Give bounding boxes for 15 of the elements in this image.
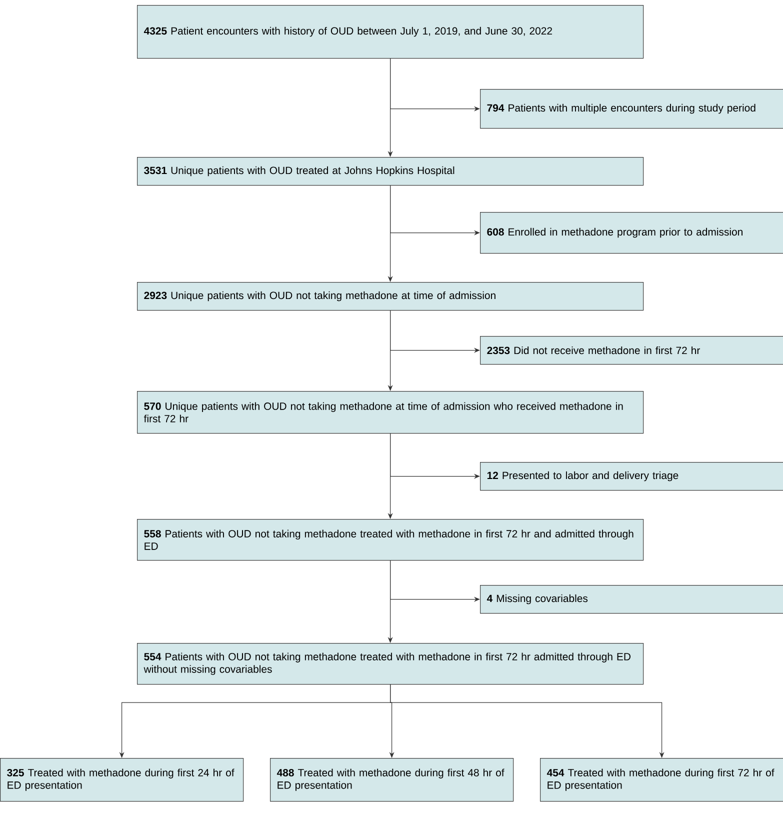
process-box: 554 Patients with OUD not taking methadone treated with methadone in first 72 hr admitted through ED without missing covariables: [137, 643, 644, 685]
outcome-box: 488 Treated with methadone during first 48 hr of ED presentation: [270, 758, 514, 802]
exclusion-box: 12 Presented to labor and delivery triage: [480, 462, 783, 491]
process-box: 570 Unique patients with OUD not taking methadone at time of admission who received methadone in first 72 hr: [137, 391, 644, 434]
exclusion-box: 608 Enrolled in methadone program prior to admission: [480, 212, 783, 254]
process-box: 558 Patients with OUD not taking methadone treated with methadone in first 72 hr and admitted through ED: [137, 519, 644, 561]
outcome-box: 325 Treated with methadone during first 24 hr of ED presentation: [0, 758, 244, 802]
process-box: 4325 Patient encounters with history of OUD between July 1, 2019, and June 30, 2022: [137, 5, 644, 59]
exclusion-box: 2353 Did not receive methadone in first 72 hr: [480, 336, 783, 365]
exclusion-box: 794 Patients with multiple encounters during study period: [480, 89, 783, 129]
process-box: 2923 Unique patients with OUD not taking methadone at time of admission: [137, 282, 644, 311]
arrow: [390, 684, 664, 758]
exclusion-box: 4 Missing covariables: [480, 585, 783, 614]
process-box: 3531 Unique patients with OUD treated at Johns Hopkins Hospital: [137, 157, 644, 186]
outcome-box: 454 Treated with methadone during first 72 hr of ED presentation: [540, 758, 783, 802]
